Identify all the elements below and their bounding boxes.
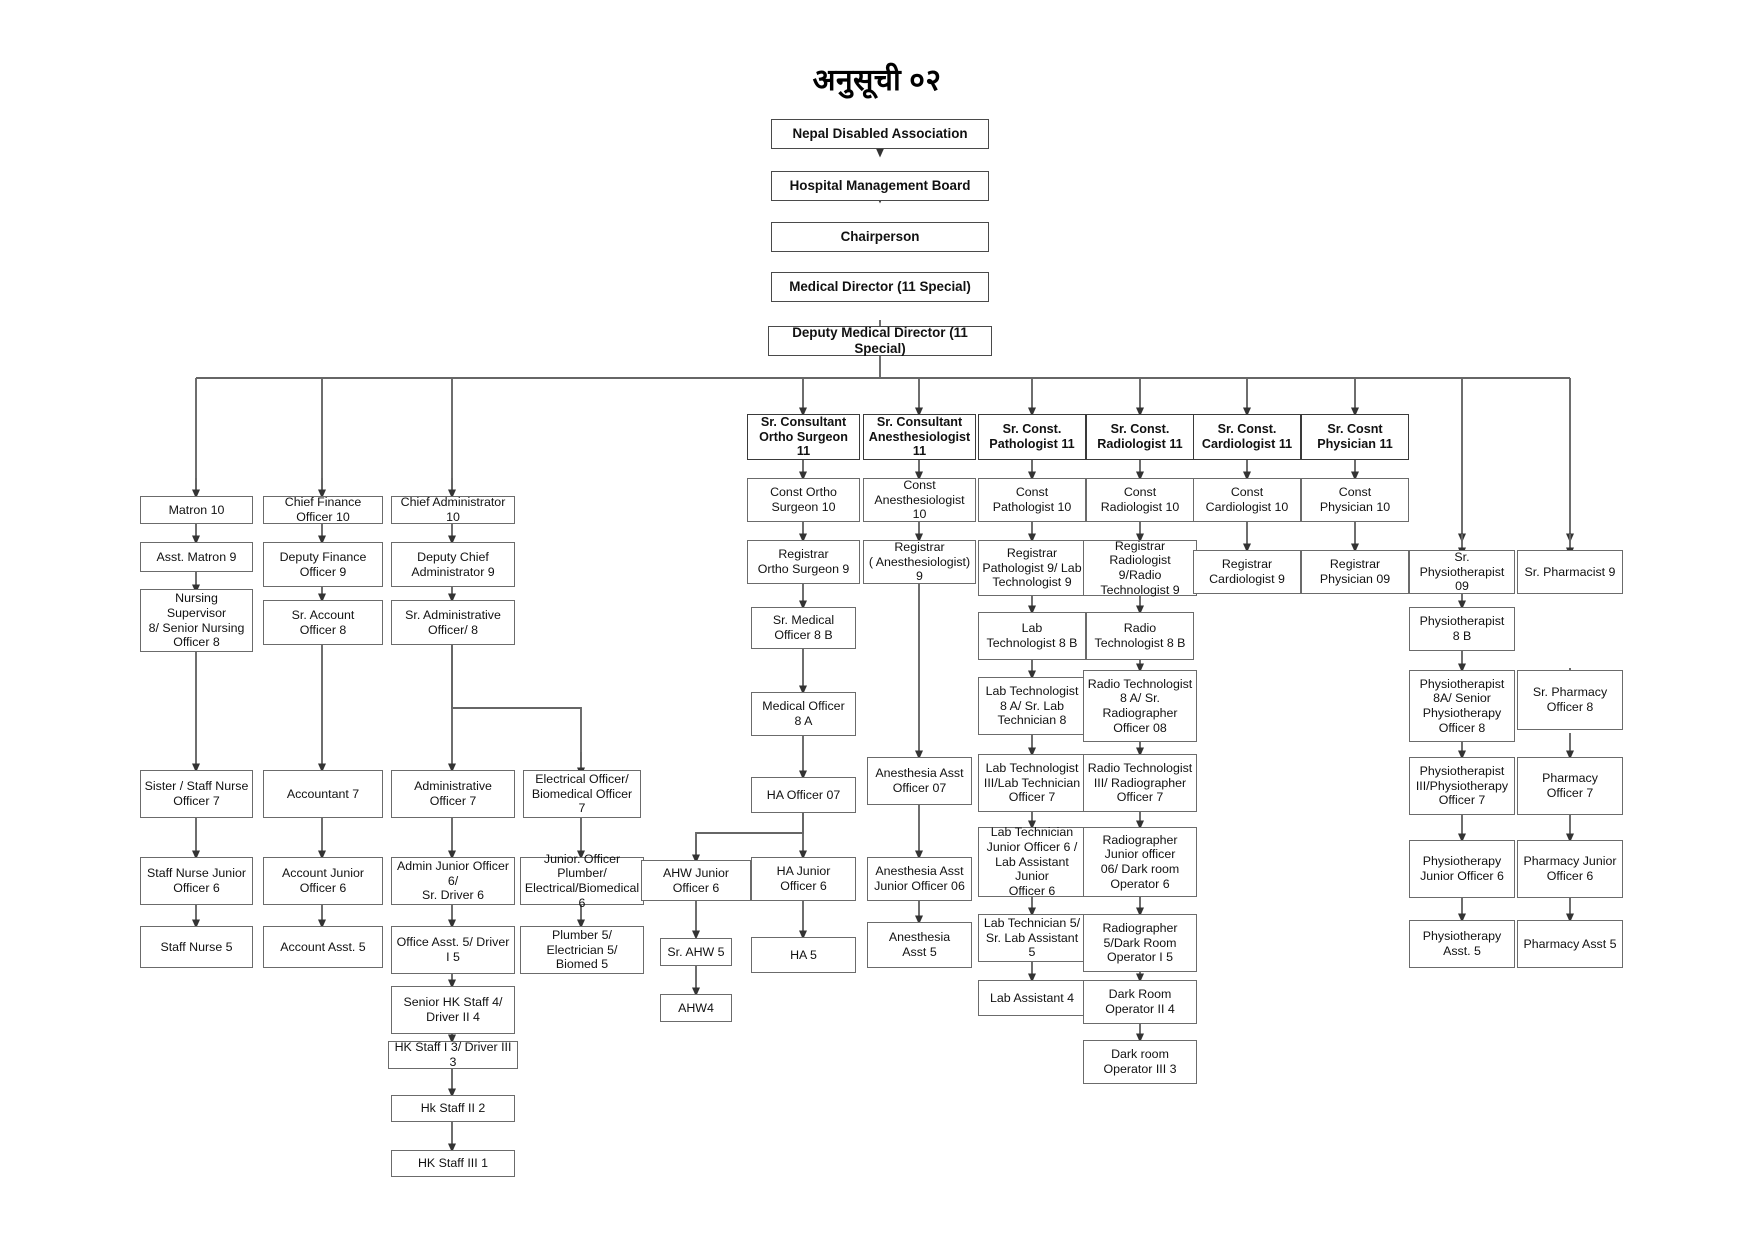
- node-registrar-ortho-surgeon-9[interactable]: Registrar Ortho Surgeon 9: [747, 540, 860, 584]
- node-accountant-7[interactable]: Accountant 7: [263, 770, 383, 818]
- node-ahw-junior-officer-6[interactable]: AHW Junior Officer 6: [641, 860, 751, 901]
- node-anesthesia-asst-5[interactable]: Anesthesia Asst 5: [867, 922, 972, 968]
- node-plumber-5[interactable]: Plumber 5/ Electrician 5/ Biomed 5: [520, 926, 644, 974]
- node-const-ortho-surgeon-10[interactable]: Const Ortho Surgeon 10: [747, 478, 860, 522]
- node-dark-room-operator-iii-3[interactable]: Dark room Operator III 3: [1083, 1040, 1197, 1084]
- node-admin-junior-officer-6[interactable]: Admin Junior Officer 6/ Sr. Driver 6: [391, 857, 515, 905]
- node-ha-officer-07[interactable]: HA Officer 07: [751, 777, 856, 813]
- node-physiotherapy-asst-5[interactable]: Physiotherapy Asst. 5: [1409, 920, 1515, 968]
- node-asst-matron-9[interactable]: Asst. Matron 9: [140, 542, 253, 572]
- node-ha-5[interactable]: HA 5: [751, 937, 856, 973]
- node-radio-technologist-8a[interactable]: Radio Technologist 8 A/ Sr. Radiographer…: [1083, 670, 1197, 742]
- node-lab-technologist-8a[interactable]: Lab Technologist 8 A/ Sr. Lab Technician…: [978, 677, 1086, 735]
- node-const-anesthesiologist-10[interactable]: Const Anesthesiologist 10: [863, 478, 976, 522]
- node-hk-staff-ii-2[interactable]: Hk Staff II 2: [391, 1095, 515, 1122]
- node-lab-assistant-4[interactable]: Lab Assistant 4: [978, 980, 1086, 1016]
- node-ha-junior-officer-6[interactable]: HA Junior Officer 6: [751, 857, 856, 901]
- node-electrical-officer-7[interactable]: Electrical Officer/ Biomedical Officer 7: [523, 770, 641, 818]
- node-sr-physiotherapist-09[interactable]: Sr. Physiotherapist 09: [1409, 550, 1515, 594]
- node-sr-const-radiologist-11[interactable]: Sr. Const. Radiologist 11: [1086, 414, 1194, 460]
- node-ahw4[interactable]: AHW4: [660, 994, 732, 1022]
- node-nursing-supervisor-8[interactable]: Nursing Supervisor 8/ Senior Nursing Off…: [140, 589, 253, 652]
- node-deputy-medical-director[interactable]: Deputy Medical Director (11 Special): [768, 325, 992, 356]
- node-sr-const-pathologist-11[interactable]: Sr. Const. Pathologist 11: [978, 414, 1086, 460]
- node-administrative-officer-7[interactable]: Administrative Officer 7: [391, 770, 515, 818]
- node-sr-cosnt-physician-11[interactable]: Sr. Cosnt Physician 11: [1301, 414, 1409, 460]
- node-lab-technologist-8b[interactable]: Lab Technologist 8 B: [978, 612, 1086, 660]
- node-const-physician-10[interactable]: Const Physician 10: [1301, 478, 1409, 522]
- page-title: अनुसूची ०२: [812, 64, 942, 97]
- node-sr-medical-officer-8b[interactable]: Sr. Medical Officer 8 B: [751, 607, 856, 649]
- node-lab-technician-5[interactable]: Lab Technician 5/ Sr. Lab Assistant 5: [978, 914, 1086, 962]
- node-chairperson[interactable]: Chairperson: [771, 222, 989, 252]
- node-chief-finance-officer-10[interactable]: Chief Finance Officer 10: [263, 495, 383, 524]
- node-radio-technologist-8b[interactable]: Radio Technologist 8 B: [1086, 612, 1194, 660]
- node-pharmacy-junior-officer-6[interactable]: Pharmacy Junior Officer 6: [1517, 840, 1623, 898]
- node-registrar-radiologist-9[interactable]: Registrar Radiologist 9/Radio Technologi…: [1083, 539, 1197, 597]
- node-registrar-pathologist-9[interactable]: Registrar Pathologist 9/ Lab Technologis…: [978, 540, 1086, 596]
- node-physiotherapist-iii-7[interactable]: Physiotherapist III/Physiotherapy Office…: [1409, 757, 1515, 815]
- node-medical-officer-8a[interactable]: Medical Officer 8 A: [751, 692, 856, 736]
- node-staff-nurse-5[interactable]: Staff Nurse 5: [140, 926, 253, 968]
- node-hospital-management-board[interactable]: Hospital Management Board: [771, 171, 989, 201]
- node-physiotherapist-8b[interactable]: Physiotherapist 8 B: [1409, 607, 1515, 651]
- node-senior-hk-staff-4[interactable]: Senior HK Staff 4/ Driver II 4: [391, 986, 515, 1034]
- node-const-pathologist-10[interactable]: Const Pathologist 10: [978, 478, 1086, 522]
- node-nepal-disabled-association[interactable]: Nepal Disabled Association: [771, 119, 989, 149]
- node-office-asst-5[interactable]: Office Asst. 5/ Driver I 5: [391, 926, 515, 974]
- node-registrar-anesthesiologist-9[interactable]: Registrar ( Anesthesiologist) 9: [863, 540, 976, 584]
- node-sr-pharmacist-9[interactable]: Sr. Pharmacist 9: [1517, 550, 1623, 594]
- node-physiotherapy-junior-6[interactable]: Physiotherapy Junior Officer 6: [1409, 840, 1515, 898]
- node-deputy-chief-administrator-9[interactable]: Deputy Chief Administrator 9: [391, 542, 515, 587]
- node-registrar-physician-09[interactable]: Registrar Physician 09: [1301, 550, 1409, 594]
- node-account-junior-officer-6[interactable]: Account Junior Officer 6: [263, 857, 383, 905]
- node-lab-technologist-iii-7[interactable]: Lab Technologist III/Lab Technician Offi…: [978, 754, 1086, 812]
- node-account-asst-5[interactable]: Account Asst. 5: [263, 926, 383, 968]
- node-hk-staff-i-3[interactable]: HK Staff I 3/ Driver III 3: [388, 1040, 518, 1069]
- node-dark-room-operator-ii-4[interactable]: Dark Room Operator II 4: [1083, 980, 1197, 1024]
- node-sr-account-officer-8[interactable]: Sr. Account Officer 8: [263, 600, 383, 645]
- node-junior-officer-plumber-6[interactable]: Junior. Officer Plumber/ Electrical/Biom…: [520, 852, 644, 910]
- node-medical-director[interactable]: Medical Director (11 Special): [771, 272, 989, 302]
- node-physiotherapist-8a[interactable]: Physiotherapist 8A/ Senior Physiotherapy…: [1409, 670, 1515, 742]
- node-registrar-cardiologist-9[interactable]: Registrar Cardiologist 9: [1193, 550, 1301, 594]
- node-sr-consultant-ortho-surgeon-11[interactable]: Sr. Consultant Ortho Surgeon 11: [747, 414, 860, 460]
- node-const-radiologist-10[interactable]: Const Radiologist 10: [1086, 478, 1194, 522]
- node-matron-10[interactable]: Matron 10: [140, 496, 253, 524]
- node-sr-administrative-officer-8[interactable]: Sr. Administrative Officer/ 8: [391, 600, 515, 645]
- node-staff-nurse-junior-6[interactable]: Staff Nurse Junior Officer 6: [140, 857, 253, 905]
- node-deputy-finance-officer-9[interactable]: Deputy Finance Officer 9: [263, 542, 383, 587]
- node-pharmacy-asst-5[interactable]: Pharmacy Asst 5: [1517, 920, 1623, 968]
- node-anesthesia-asst-officer-07[interactable]: Anesthesia Asst Officer 07: [867, 757, 972, 805]
- node-hk-staff-iii-1[interactable]: HK Staff III 1: [391, 1150, 515, 1177]
- node-radio-technologist-iii-7[interactable]: Radio Technologist III/ Radiographer Off…: [1083, 754, 1197, 812]
- node-sister-staff-nurse-7[interactable]: Sister / Staff Nurse Officer 7: [140, 770, 253, 818]
- node-sr-ahw-5[interactable]: Sr. AHW 5: [660, 938, 732, 966]
- node-sr-pharmacy-officer-8[interactable]: Sr. Pharmacy Officer 8: [1517, 670, 1623, 730]
- node-sr-const-cardiologist-11[interactable]: Sr. Const. Cardiologist 11: [1193, 414, 1301, 460]
- node-radiographer-junior-6[interactable]: Radiographer Junior officer 06/ Dark roo…: [1083, 827, 1197, 897]
- node-lab-technician-junior-6[interactable]: Lab Technician Junior Officer 6 / Lab As…: [978, 825, 1086, 898]
- node-pharmacy-officer-7[interactable]: Pharmacy Officer 7: [1517, 757, 1623, 815]
- node-sr-consultant-anesthesiologist-11[interactable]: Sr. Consultant Anesthesiologist 11: [863, 414, 976, 460]
- node-radiographer-5[interactable]: Radiographer 5/Dark Room Operator I 5: [1083, 914, 1197, 972]
- node-anesthesia-asst-junior-officer-06[interactable]: Anesthesia Asst Junior Officer 06: [867, 857, 972, 901]
- node-chief-administrator-10[interactable]: Chief Administrator 10: [391, 495, 515, 524]
- node-const-cardiologist-10[interactable]: Const Cardiologist 10: [1193, 478, 1301, 522]
